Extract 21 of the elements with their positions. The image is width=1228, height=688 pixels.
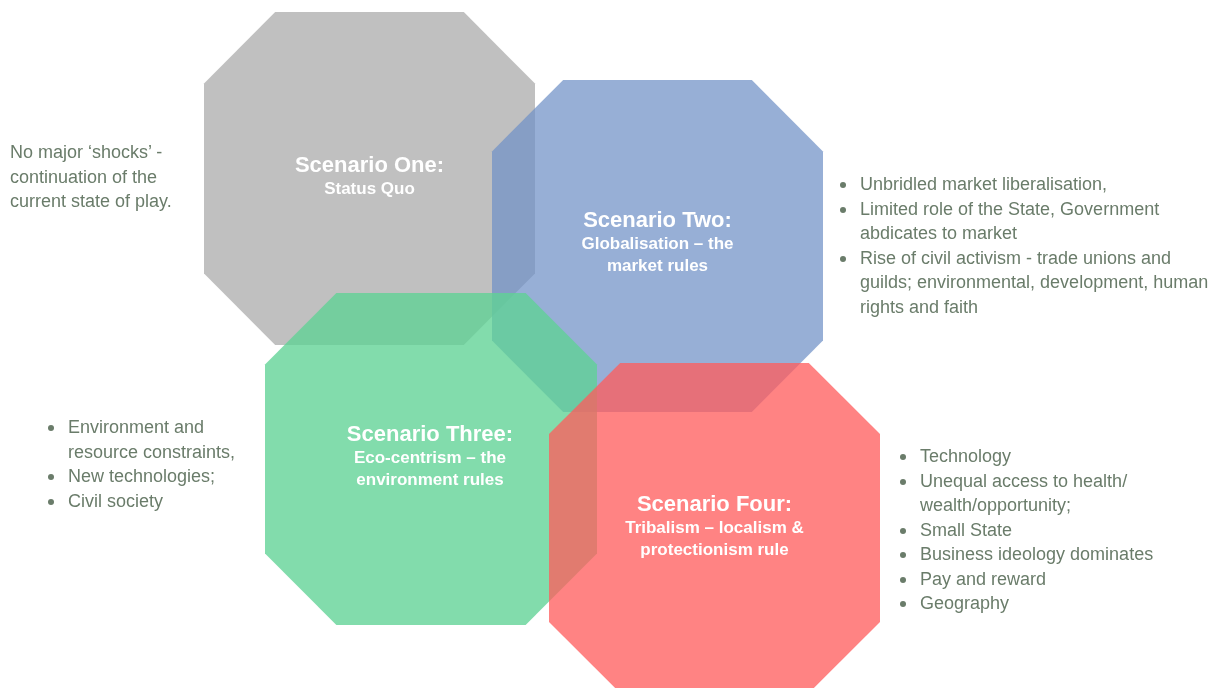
scenario-subtitle: Tribalism – localism & protectionism rule (624, 517, 805, 561)
bullet-item: Environment and resource constraints, (46, 415, 261, 464)
scenario-title: Scenario Three: (346, 421, 514, 447)
bullet-item: Pay and reward (898, 566, 1198, 591)
scenario-subtitle: Eco-centrism – the environment rules (352, 447, 508, 491)
bullet-item: Unbridled market liberalisation, (838, 172, 1223, 197)
bullet-item: Geography (898, 591, 1198, 616)
scenario-title: Scenario Two: (583, 207, 732, 233)
scenario-title: Scenario One: (294, 152, 445, 178)
bullet-item: New technologies; (46, 464, 261, 489)
bullet-item: Business ideology dominates (898, 542, 1198, 567)
bullet-item: Rise of civil activism - trade unions and guilds; environmental, development, human rights and faith (838, 245, 1223, 319)
bullet-item: Technology (898, 444, 1198, 469)
bullet-item: Limited role of the State, Government abdicates to market (838, 196, 1223, 246)
description-text: No major ‘shocks’ - continuation of the current state of play. (10, 141, 173, 213)
bullet-item: Civil society (46, 488, 261, 513)
bullet-item: Unequal access to health/ wealth/opportunity; (898, 468, 1198, 518)
scenario-subtitle: Status Quo (324, 178, 415, 200)
scenario-title: Scenario Four: (636, 491, 793, 517)
bullet-item: Small State (898, 517, 1198, 542)
scenario-subtitle: Globalisation – the market rules (580, 233, 735, 277)
